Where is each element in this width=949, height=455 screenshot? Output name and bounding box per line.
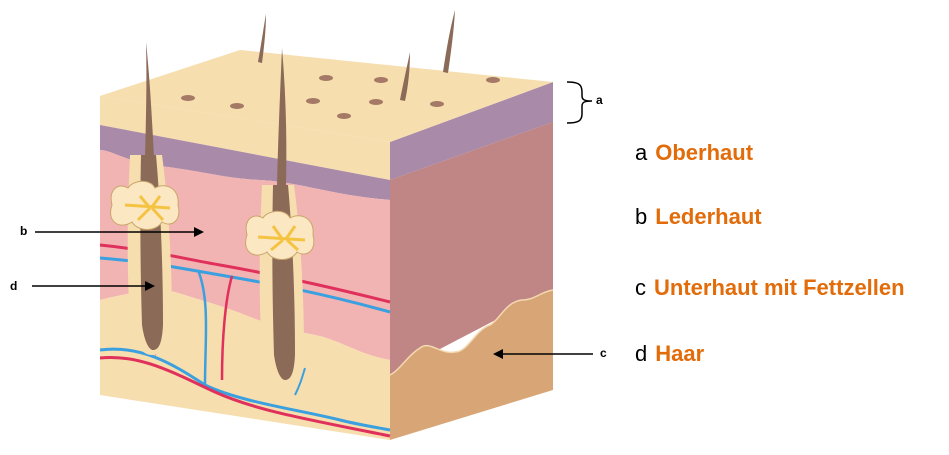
sebaceous-gland-1 xyxy=(111,181,179,229)
callout-label-c: c xyxy=(600,346,607,360)
sebaceous-gland-2 xyxy=(246,211,314,259)
brace-a xyxy=(567,82,592,123)
bracket-a xyxy=(567,82,592,123)
pore xyxy=(374,77,388,83)
legend-item-lederhaut: b Lederhaut xyxy=(635,204,762,230)
pore xyxy=(230,103,244,109)
pore xyxy=(306,98,320,104)
skin-block-side-face xyxy=(390,82,553,440)
legend-letter: b xyxy=(635,204,647,229)
pore xyxy=(430,101,444,107)
legend-term: Unterhaut mit Fettzellen xyxy=(654,275,905,300)
pore xyxy=(181,95,195,101)
surface-hair xyxy=(443,10,455,73)
pore xyxy=(319,75,333,81)
callout-label-d: d xyxy=(10,279,17,293)
legend: a Oberhaut b Lederhaut c Unterhaut mit Fett… xyxy=(635,0,949,450)
legend-term: Lederhaut xyxy=(655,204,761,229)
legend-letter: d xyxy=(635,341,647,366)
legend-term: Oberhaut xyxy=(655,140,753,165)
pore xyxy=(486,77,500,83)
legend-letter: a xyxy=(635,140,647,165)
legend-term: Haar xyxy=(655,341,704,366)
callout-label-b: b xyxy=(20,224,27,238)
pore xyxy=(369,99,383,105)
legend-item-haar: d Haar xyxy=(635,341,704,367)
legend-letter: c xyxy=(635,275,646,300)
pore xyxy=(337,113,351,119)
legend-item-oberhaut: a Oberhaut xyxy=(635,140,753,166)
callout-label-a: a xyxy=(596,93,603,107)
legend-item-unterhaut: c Unterhaut mit Fettzellen xyxy=(635,275,905,301)
